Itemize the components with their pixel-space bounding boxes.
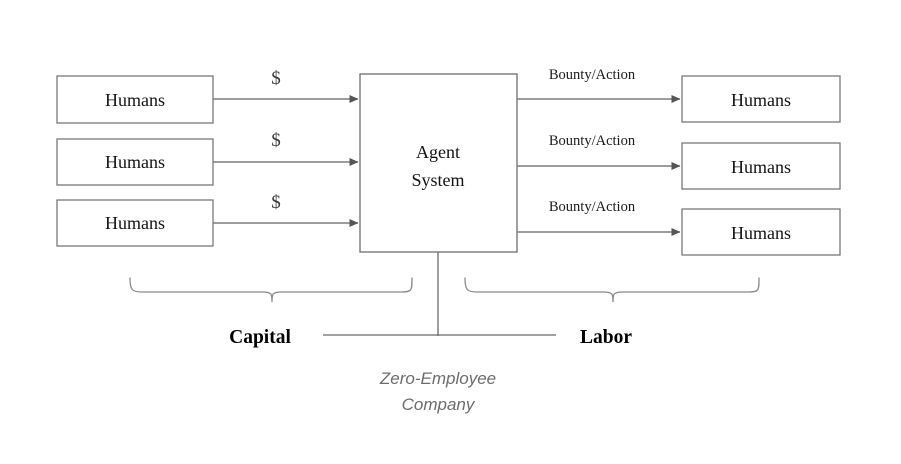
capital-node-1-label: Humans	[105, 90, 165, 110]
capital-node-2[interactable]: Humans	[56, 138, 214, 186]
labor-arrow-3-label: Bounty/Action	[549, 199, 636, 215]
labor-node-3[interactable]: Humans	[681, 208, 841, 256]
capital-arrow-2-label: $	[271, 130, 281, 151]
labor-node-3-label: Humans	[731, 223, 791, 243]
capital-arrow-3-label: $	[271, 192, 281, 213]
agent-system-label-line1: Agent	[416, 142, 460, 162]
capital-node-3-box	[56, 199, 214, 247]
company-caption-line2: Company	[402, 395, 476, 414]
labor-node-2-box	[681, 142, 841, 190]
agent-system-label-line2: System	[411, 170, 464, 190]
labor-arrow-1: Bounty/Action	[517, 67, 681, 103]
labor-node-3-box	[681, 208, 841, 256]
labor-arrow-2-label: Bounty/Action	[549, 133, 636, 149]
capital-node-3-label: Humans	[105, 213, 165, 233]
capital-node-2-box	[56, 138, 214, 186]
capital-arrow-1: $	[213, 68, 359, 103]
labor-group-label: Labor	[580, 327, 632, 348]
labor-arrow-1-label: Bounty/Action	[549, 67, 636, 83]
labor-node-1[interactable]: Humans	[681, 75, 841, 123]
agent-system-node[interactable]: Agent System	[359, 73, 518, 253]
company-caption-line1: Zero-Employee	[379, 369, 496, 388]
capital-node-1[interactable]: Humans	[56, 75, 214, 124]
labor-arrow-3: Bounty/Action	[517, 199, 681, 236]
capital-node-3[interactable]: Humans	[56, 199, 214, 247]
labor-node-1-label: Humans	[731, 90, 791, 110]
capital-node-1-box	[56, 75, 214, 124]
capital-arrow-2: $	[213, 130, 359, 166]
agent-system-box	[359, 73, 518, 253]
capital-arrow-3: $	[213, 192, 359, 227]
labor-node-2[interactable]: Humans	[681, 142, 841, 190]
capital-arrow-1-label: $	[271, 68, 281, 89]
capital-node-2-label: Humans	[105, 152, 165, 172]
labor-brace	[464, 277, 760, 303]
labor-arrow-2: Bounty/Action	[517, 133, 681, 170]
labor-node-2-label: Humans	[731, 157, 791, 177]
capital-brace	[129, 277, 413, 303]
capital-group-label: Capital	[229, 327, 291, 348]
labor-node-1-box	[681, 75, 841, 123]
